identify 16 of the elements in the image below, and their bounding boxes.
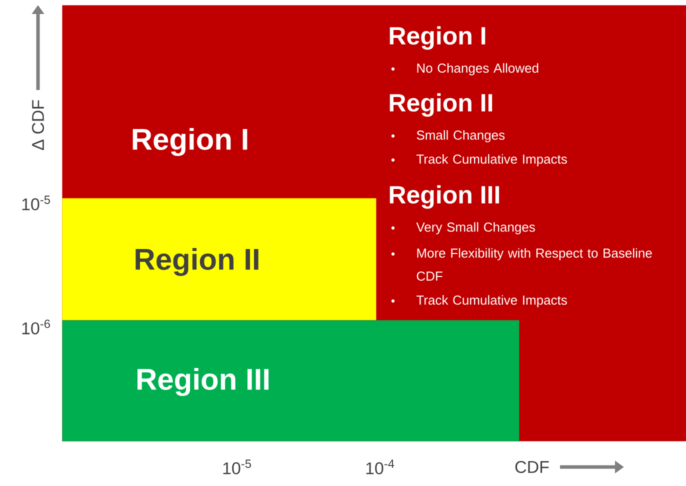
tick-label: 10$^{-5}$ xyxy=(223,460,251,474)
bullet-item: Very Small Changes xyxy=(391,222,535,234)
region-heading: Region III xyxy=(390,185,500,209)
bullet-item: More Flexibility with Respect to Baseline CDF xyxy=(391,248,652,281)
bullet-item: No Changes Allowed xyxy=(391,63,538,76)
bullet-item: Small Changes xyxy=(391,130,505,142)
region-area: Region III xyxy=(62,320,520,442)
bullet-item: Track Cumulative Impacts xyxy=(391,154,567,166)
axis-label: Δ CDF xyxy=(32,100,44,150)
tick-label: 10$^{-6}$ xyxy=(22,320,50,334)
region-heading: Region II xyxy=(390,93,492,117)
bullet-item: Track Cumulative Impacts xyxy=(391,295,567,308)
region-area: Region II xyxy=(62,198,376,320)
axis-label: CDF xyxy=(515,460,549,474)
region-heading: Region I xyxy=(390,26,486,50)
tick-label: 10$^{-4}$ xyxy=(366,460,394,474)
